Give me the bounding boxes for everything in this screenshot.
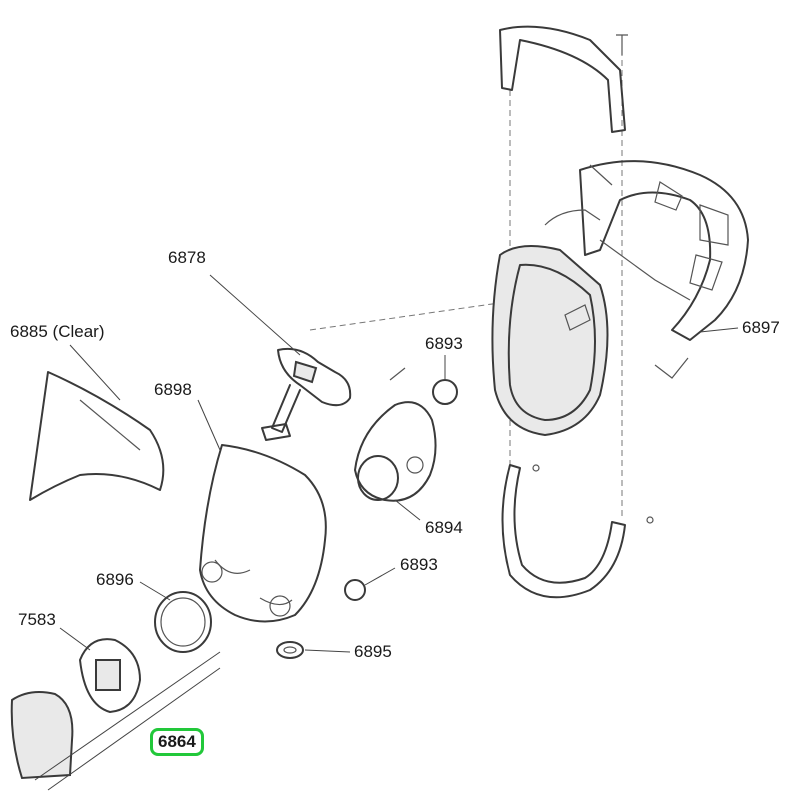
label-6898: 6898 <box>154 380 192 399</box>
nose-cup-spectacle <box>277 347 352 407</box>
facepiece-connector <box>564 304 591 331</box>
gasket-small-inner <box>283 646 297 654</box>
alignment-lines <box>34 651 221 791</box>
adapter-grille <box>95 659 121 691</box>
harness-top-strap <box>499 25 626 133</box>
harness-pin <box>616 34 628 55</box>
facepiece-seal <box>491 245 609 437</box>
facepiece-ports <box>214 559 293 606</box>
leader-6894 <box>394 499 421 521</box>
nose-cup-stem <box>271 384 301 433</box>
harness-lower-strap <box>501 464 626 599</box>
exhalation-valve-port <box>357 455 399 501</box>
lens-clear <box>29 371 165 501</box>
inhalation-valve-top <box>432 379 458 405</box>
assembly-axis-spectacle <box>309 299 521 331</box>
valve-pin-top <box>389 367 406 381</box>
label-6894: 6894 <box>425 518 463 537</box>
nose-cup-clip <box>292 360 318 384</box>
head-harness-frame <box>579 160 749 341</box>
leader-6878 <box>209 274 301 356</box>
facepiece-port-left <box>201 561 223 583</box>
label-6896: 6896 <box>96 570 134 589</box>
gasket-small <box>276 641 304 659</box>
nose-cup-base <box>261 423 291 441</box>
leader-6895 <box>304 649 351 653</box>
label-7583: 7583 <box>18 610 56 629</box>
label-6864-highlighted[interactable]: 6864 <box>150 728 204 756</box>
strap-screw-bottom <box>646 516 654 524</box>
leader-6897 <box>699 327 739 333</box>
label-6878: 6878 <box>168 248 206 267</box>
gasket-ring <box>154 591 212 653</box>
label-6893-bottom: 6893 <box>400 555 438 574</box>
leader-6893-bottom <box>364 567 396 586</box>
exhalation-valve-knob <box>406 456 424 474</box>
facepiece-lens <box>199 444 327 623</box>
facepiece-port-right <box>269 595 291 617</box>
harness-slots <box>689 204 729 291</box>
label-6895: 6895 <box>354 642 392 661</box>
strap-screw-top <box>532 464 540 472</box>
leader-6898 <box>197 399 221 451</box>
leader-7583 <box>59 627 91 651</box>
exhalation-valve <box>354 401 437 502</box>
gasket-ring-inner <box>160 597 206 647</box>
adapter <box>79 638 141 713</box>
filter-cover <box>10 691 74 780</box>
leader-6896 <box>139 581 171 601</box>
label-6897: 6897 <box>742 318 780 337</box>
harness-side-straps <box>544 209 691 301</box>
harness-buckles <box>589 164 689 379</box>
label-6885-clear: 6885 (Clear) <box>10 322 105 341</box>
leader-6885 <box>69 344 121 401</box>
label-6893-top: 6893 <box>425 334 463 353</box>
inhalation-valve-bottom <box>344 579 366 601</box>
lens-clear-highlight <box>79 399 141 451</box>
facepiece-seal-inner <box>507 263 596 421</box>
